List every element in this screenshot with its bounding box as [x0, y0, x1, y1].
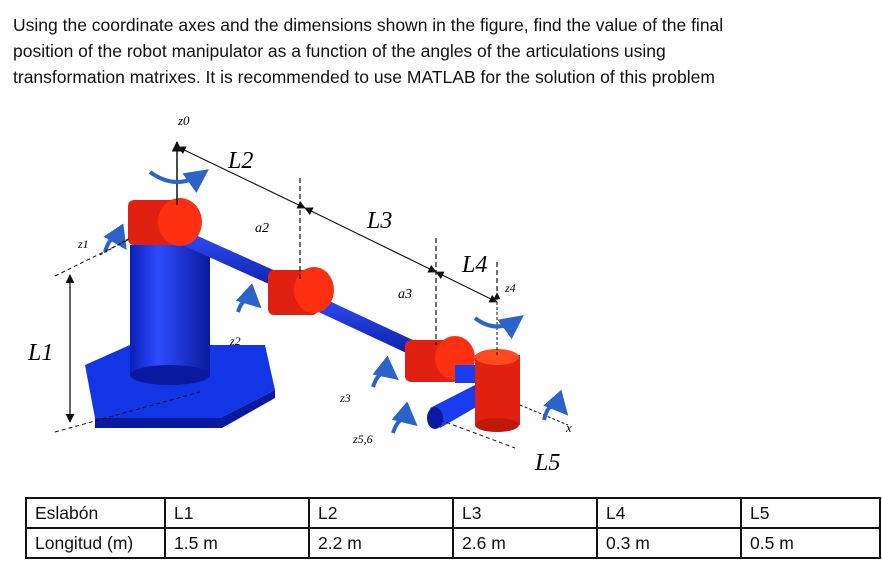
table-cell: L5: [740, 497, 881, 529]
table-cell: 2.2 m: [308, 527, 454, 559]
link-3-bar: [310, 292, 430, 364]
table-cell: L2: [308, 497, 454, 529]
z56-rotation: [391, 401, 418, 434]
label-L5: L5: [534, 450, 560, 476]
label-z0: z0: [177, 113, 190, 128]
label-z3: z3: [339, 391, 351, 405]
base-column: [130, 245, 210, 385]
table-row: Eslabón L1 L2 L3 L4 L5: [25, 497, 881, 529]
label-L1: L1: [27, 340, 53, 366]
table-row: Longitud (m) 1.5 m 2.2 m 2.6 m 0.3 m 0.5…: [25, 527, 881, 559]
dimension-L4: [435, 262, 498, 303]
label-L2: L2: [227, 148, 253, 174]
table-cell: Eslabón: [25, 497, 166, 529]
z0-axis: [148, 140, 209, 205]
dimension-L1: [54, 239, 201, 433]
dimension-L2: [177, 146, 306, 280]
prompt-line-1: Using the coordinate axes and the dimens…: [13, 15, 724, 35]
label-a3: a3: [398, 287, 412, 302]
dimension-L3: [304, 207, 437, 345]
z3-rotation: [371, 355, 399, 388]
label-z1: z1: [77, 237, 89, 251]
label-z56: z5,6: [352, 432, 373, 446]
table-cell: L3: [452, 497, 598, 529]
z2-rotation: [235, 283, 262, 313]
dimension-L5: [439, 419, 516, 449]
prompt-line-2: position of the robot manipulator as a f…: [13, 41, 666, 61]
label-L4: L4: [461, 252, 487, 278]
link-length-table: Eslabón L1 L2 L3 L4 L5 Longitud (m) 1.5 …: [25, 497, 881, 559]
label-a2: a2: [255, 221, 269, 236]
table-cell: 2.6 m: [452, 527, 598, 559]
table-cell: L1: [164, 497, 310, 529]
label-a4: a4: [476, 338, 488, 352]
prompt-line-3: transformation matrixes. It is recommend…: [13, 67, 715, 87]
shoulder-joint: [128, 198, 202, 246]
label-x: x: [565, 420, 572, 435]
label-z2: z2: [229, 334, 241, 348]
table-cell: L4: [596, 497, 742, 529]
table-cell: 0.3 m: [596, 527, 742, 559]
label-L3: L3: [366, 208, 392, 234]
table-cell: 1.5 m: [164, 527, 310, 559]
label-z4: z4: [504, 281, 516, 295]
z4-axis: [473, 292, 524, 355]
table-cell: Longitud (m): [25, 527, 166, 559]
robot-manipulator-figure: z0 z1 z2 z3 z5,6 z4 x a2 a3 a4 L1 L2 L3 …: [27, 113, 572, 476]
elbow-joint: [268, 267, 334, 315]
x-rotation: [519, 389, 569, 426]
end-effector-joint: [475, 349, 520, 432]
table-cell: 0.5 m: [740, 527, 881, 559]
problem-statement: Using the coordinate axes and the dimens…: [13, 12, 873, 90]
